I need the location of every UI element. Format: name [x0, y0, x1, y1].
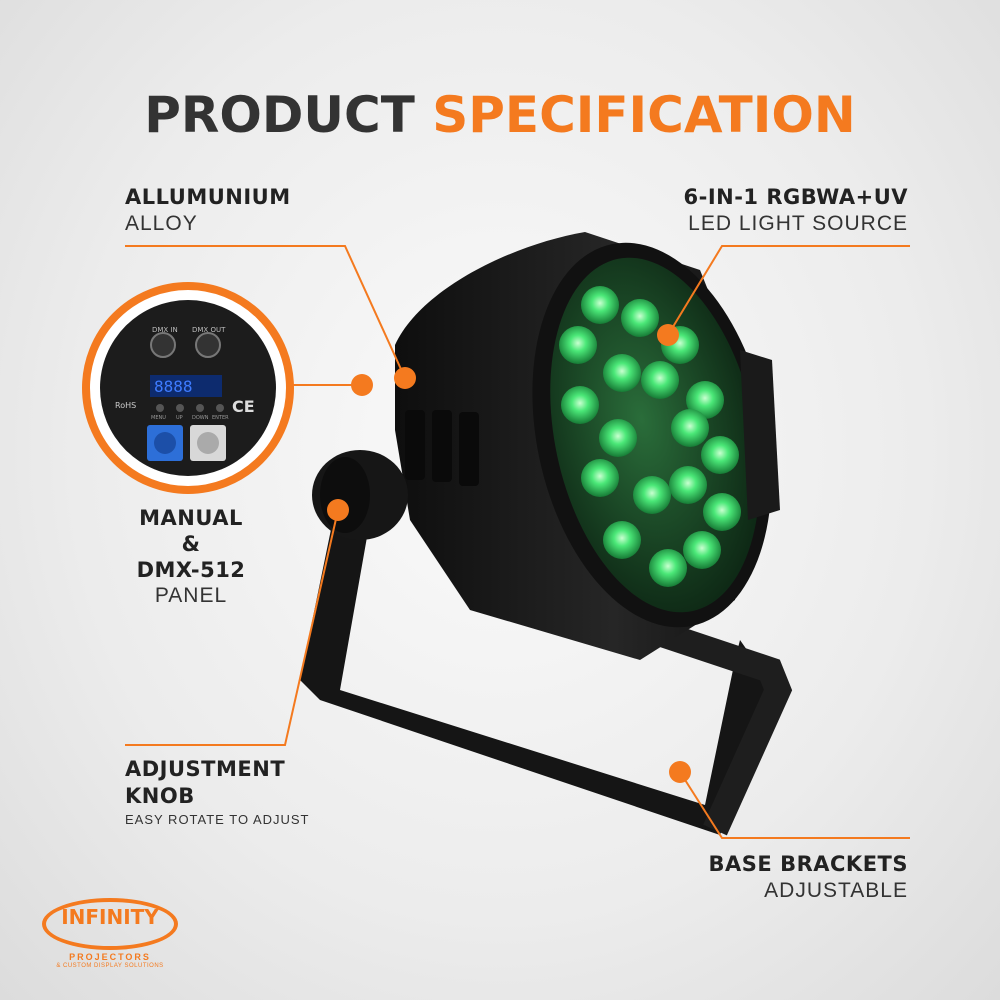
panel-line4: PANEL — [154, 584, 228, 607]
knob-title1: ADJUSTMENT — [125, 757, 286, 781]
knob-title2: KNOB — [125, 784, 195, 808]
logo-name: INFINITY — [61, 905, 159, 929]
page-title: PRODUCT SPECIFICATION — [0, 86, 1000, 144]
panel-line1: MANUAL — [139, 506, 243, 530]
svg-text:8888: 8888 — [154, 377, 193, 396]
panel-line2: & — [181, 532, 201, 556]
panel-line3: DMX-512 — [136, 558, 246, 582]
alloy-title: ALLUMUNIUM — [125, 185, 291, 209]
logo-line1: PROJECTORS — [69, 952, 151, 962]
led-sub: LED LIGHT SOURCE — [688, 212, 908, 235]
logo-line2: & CUSTOM DISPLAY SOLUTIONS — [56, 963, 164, 969]
panel-inset: 8888 DMX IN DMX OUT RoHS CE MENU UP DOWN… — [82, 282, 294, 494]
logo-ring — [42, 898, 178, 950]
ce-mark: CE — [232, 397, 255, 416]
dmx-out-icon — [195, 332, 221, 358]
bracket-title: BASE BRACKETS — [708, 852, 908, 876]
leader-lines — [125, 245, 910, 839]
callout-dots — [327, 324, 691, 783]
dmx-in-icon — [150, 332, 176, 358]
down-button-label: DOWN — [192, 415, 209, 421]
dmx-in-label: DMX IN — [152, 326, 178, 334]
title-dark: PRODUCT — [144, 86, 415, 144]
led-array — [559, 286, 741, 587]
bracket-sub: ADJUSTABLE — [764, 879, 908, 902]
knob-sub: EASY ROTATE TO ADJUST — [125, 812, 310, 827]
rohs-label: RoHS — [115, 401, 136, 410]
enter-button-label: ENTER — [212, 415, 229, 421]
alloy-sub: ALLOY — [125, 212, 198, 235]
panel-display — [150, 375, 222, 397]
title-accent: SPECIFICATION — [432, 86, 856, 144]
menu-button-label: MENU — [151, 415, 166, 421]
dmx-out-label: DMX OUT — [192, 326, 226, 334]
up-button-label: UP — [176, 415, 183, 421]
panel-callout: MANUAL & DMX-512 PANEL — [118, 506, 264, 608]
led-title: 6-IN-1 RGBWA+UV — [683, 185, 908, 209]
